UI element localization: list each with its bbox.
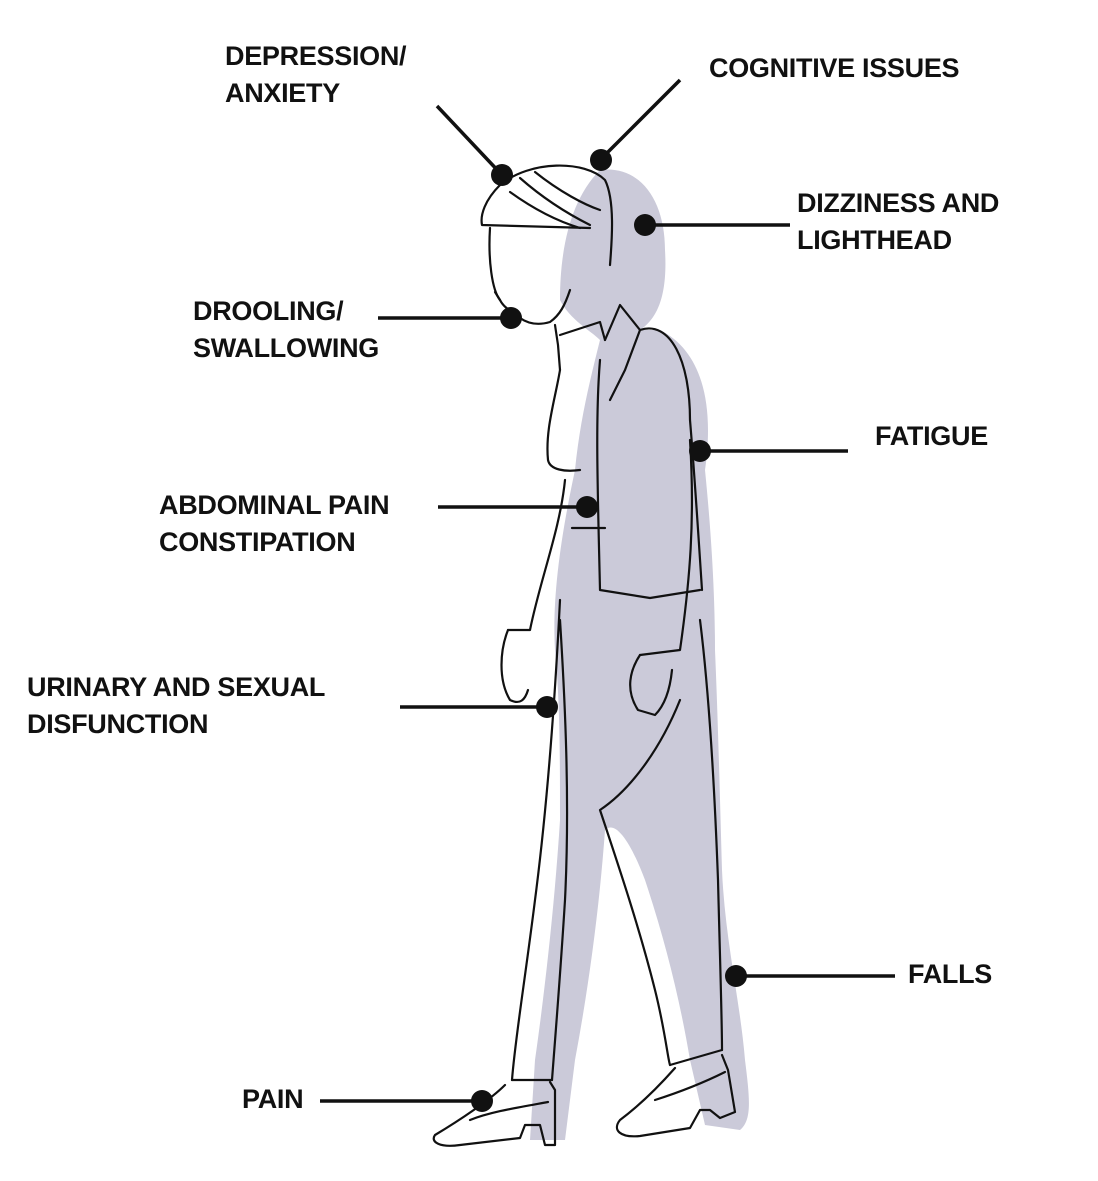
label-cognitive-issues: COGNITIVE ISSUES [709,50,960,87]
dot-dizziness [634,214,656,236]
label-line: COGNITIVE ISSUES [709,53,960,83]
dot-cognitive [590,149,612,171]
label-line: FALLS [908,959,992,989]
dot-depression [491,164,513,186]
label-line: DISFUNCTION [27,709,209,739]
label-abdominal-pain: ABDOMINAL PAIN CONSTIPATION [159,487,390,561]
label-pain: PAIN [242,1081,304,1118]
label-depression-anxiety: DEPRESSION/ ANXIETY [225,38,407,112]
label-line: PAIN [242,1084,304,1114]
label-line: URINARY AND SEXUAL [27,672,326,702]
marker-dots [471,149,747,1112]
label-fatigue: FATIGUE [875,418,988,455]
dot-pain [471,1090,493,1112]
label-line: LIGHTHEAD [797,225,952,255]
label-dizziness: DIZZINESS AND LIGHTHEAD [797,185,999,259]
dot-drooling [500,307,522,329]
label-line: ANXIETY [225,78,340,108]
label-falls: FALLS [908,956,992,993]
label-line: DEPRESSION/ [225,41,407,71]
label-line: FATIGUE [875,421,988,451]
leader-cognitive [598,78,682,162]
dot-urinary [536,696,558,718]
dot-falls [725,965,747,987]
label-line: ABDOMINAL PAIN [159,490,390,520]
label-line: SWALLOWING [193,333,379,363]
label-line: CONSTIPATION [159,527,356,557]
label-line: DROOLING/ [193,296,344,326]
dot-abdominal [576,496,598,518]
dot-fatigue [689,440,711,462]
leader-lines [320,78,895,1103]
figure-outline [432,164,737,1147]
label-line: DIZZINESS AND [797,188,1000,218]
label-urinary-sexual: URINARY AND SEXUAL DISFUNCTION [27,669,325,743]
label-drooling-swallowing: DROOLING/ SWALLOWING [193,293,379,367]
leader-depression [435,104,504,177]
